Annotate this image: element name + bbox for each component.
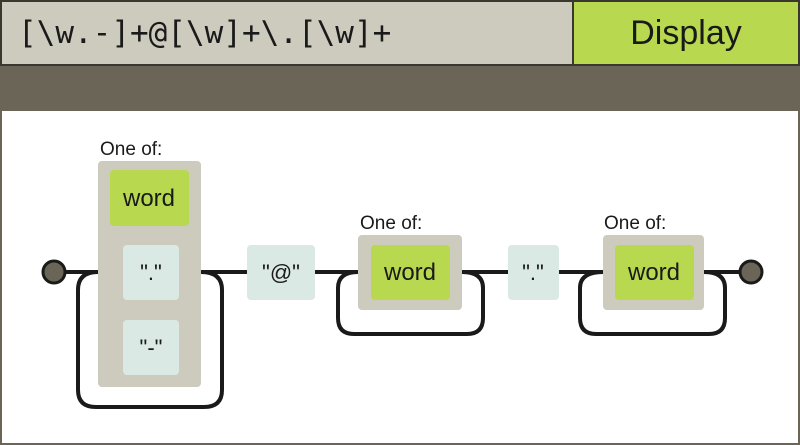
repeat-loop xyxy=(336,270,485,336)
group-label: One of: xyxy=(604,213,666,234)
word-box xyxy=(110,170,189,226)
literal-box xyxy=(123,245,179,300)
literal-box xyxy=(508,245,559,300)
start-node xyxy=(41,259,67,285)
literal-label: "-" xyxy=(140,335,163,360)
word-label: word xyxy=(627,259,680,286)
toolbar: Display xyxy=(0,0,800,68)
regex-input[interactable] xyxy=(0,0,572,66)
literal-label: "@" xyxy=(262,260,300,285)
railroad-diagram: One of: word "." "-" "@" One of: word ".… xyxy=(41,139,764,409)
group-label: One of: xyxy=(100,139,162,160)
literal-box xyxy=(247,245,315,300)
word-label: word xyxy=(122,185,175,212)
literal-label: "." xyxy=(140,260,162,285)
display-button[interactable]: Display xyxy=(572,0,800,66)
word-label: word xyxy=(383,259,436,286)
repeat-loop xyxy=(76,270,224,409)
word-box xyxy=(371,245,450,300)
repeat-loop xyxy=(578,270,727,336)
literal-label: "." xyxy=(522,260,544,285)
railroad-diagram-panel: One of: word "." "-" "@" One of: word ".… xyxy=(2,111,798,443)
group-label: One of: xyxy=(360,213,422,234)
end-node xyxy=(738,259,764,285)
word-box xyxy=(615,245,694,300)
literal-box xyxy=(123,320,179,375)
